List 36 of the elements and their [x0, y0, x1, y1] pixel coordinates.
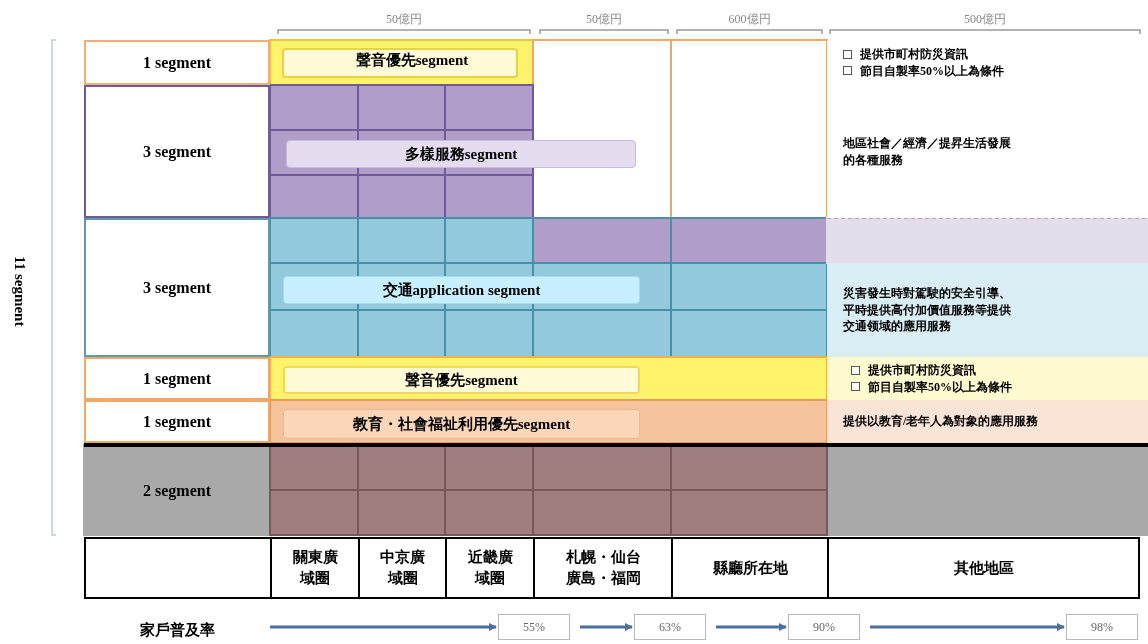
arrow — [870, 623, 1065, 631]
arrow — [270, 623, 497, 631]
budget-label: 500億円 — [963, 11, 1007, 28]
description-cell: 地區社會／經濟／提昇生活發展的各種服務 — [827, 85, 1148, 218]
budget-label: 50億円 — [385, 11, 423, 28]
percentage-box: 55% — [498, 614, 570, 640]
region-cell: 關東廣域圈 — [270, 537, 360, 599]
segment-banner: 聲音優先segment — [282, 48, 518, 78]
segment-banner: 多樣服務segment — [286, 140, 636, 168]
segment-banner: 聲音優先segment — [283, 366, 640, 394]
segment-cell: 2 segment — [84, 447, 270, 535]
region-cell: 中京廣域圈 — [358, 537, 447, 599]
region-cell: 縣廳所在地 — [671, 537, 829, 599]
segment-cell: 3 segment — [84, 85, 270, 218]
arrow — [580, 623, 633, 631]
percentage-box: 90% — [788, 614, 860, 640]
budget-label: 50億円 — [585, 11, 623, 28]
description-cell: 提供市町村防災資訊 節目自製率50%以上為條件 — [827, 40, 1148, 85]
percentage-box: 63% — [634, 614, 706, 640]
region-cell: 近畿廣域圈 — [445, 537, 535, 599]
description-cell: 提供市町村防災資訊 節目自製率50%以上為條件 — [827, 357, 1148, 400]
segment-banner: 交通application segment — [283, 276, 640, 304]
segment-cell: 1 segment — [84, 40, 270, 85]
region-cell: 其他地區 — [827, 537, 1140, 599]
arrow — [716, 623, 787, 631]
budget-label: 600億円 — [727, 11, 772, 28]
segment-cell: 1 segment — [84, 400, 270, 443]
region-cell: 札幌・仙台廣島・福岡 — [533, 537, 673, 599]
percentage-box: 98% — [1066, 614, 1138, 640]
segment-cell: 1 segment — [84, 357, 270, 400]
household-penetration-label: 家戶普及率 — [140, 621, 215, 640]
description-cell: 災害發生時對駕駛的安全引導、平時提供高付加價值服務等提供交通领域的應用服務 — [827, 263, 1148, 357]
segment-cell: 3 segment — [84, 218, 270, 357]
segment-banner: 教育・社會福祉利用優先segment — [283, 409, 640, 439]
total-segment-label: 11 segment — [11, 255, 30, 329]
description-cell: 提供以教育/老年人為對象的應用服務 — [827, 400, 1148, 443]
